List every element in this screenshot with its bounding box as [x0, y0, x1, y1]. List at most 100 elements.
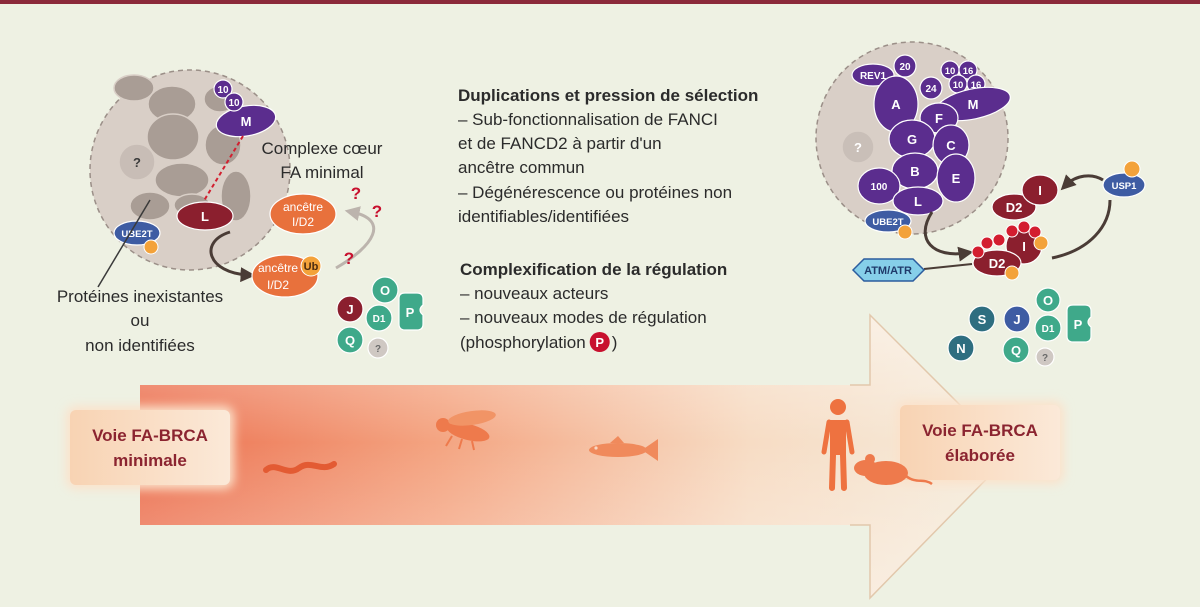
ancestor-upper: ancêtre I/D2 — [269, 193, 337, 235]
ancestor-upper-line2: I/D2 — [292, 215, 314, 229]
left-partner-p: P — [406, 305, 415, 320]
left-partner-unknown: ? — [375, 344, 381, 355]
atm-link — [923, 263, 973, 270]
ubiquitin-dot — [897, 224, 913, 240]
kinase-atm-atr — [851, 258, 926, 282]
protein-usp1 — [1102, 172, 1146, 198]
ancestor-lower-line2: I/D2 — [267, 278, 289, 292]
question-mark-3: ? — [344, 249, 354, 268]
protein-c-label: C — [946, 138, 956, 153]
duplication-line-5: identifiables/identifiées — [458, 207, 629, 226]
right-partner-d1: D1 — [1042, 324, 1055, 335]
ubiquitin-label: Ub — [304, 261, 319, 273]
evolution-arrow — [140, 313, 1012, 600]
duplication-title: Duplications et pression de sélection — [458, 86, 758, 105]
protein-m-label: M — [968, 97, 979, 112]
protein-l-label: L — [914, 194, 922, 209]
protein-16b-label: 16 — [971, 80, 982, 91]
pathway-box-elaborate: Voie FA-BRCA élaborée — [896, 401, 1064, 484]
protein-16a-label: 16 — [963, 66, 974, 77]
right-partner-unknown: ? — [1042, 353, 1048, 364]
ancestor-lower: ancêtre I/D2 Ub — [251, 254, 322, 298]
right-partner-q: Q — [1011, 343, 1021, 358]
unidentified-proteins — [113, 74, 252, 222]
protein-24 — [919, 76, 943, 100]
id2-top-d2 — [991, 193, 1037, 221]
pathway-minimal-line1: Voie FA-BRCA — [92, 426, 208, 445]
unknown-protein — [118, 143, 156, 181]
protein-10a-label: 10 — [945, 66, 956, 77]
protein-m-label: M — [241, 114, 252, 129]
regulation-section: Complexification de la régulation – nouv… — [460, 260, 727, 352]
worm-icon — [263, 461, 337, 474]
protein-10a — [213, 79, 233, 99]
pathway-box-minimal: Voie FA-BRCA minimale — [66, 406, 234, 489]
activation-arrow — [923, 211, 974, 262]
regulation-line-2: – nouveaux modes de régulation — [460, 308, 707, 327]
duplication-line-2: et de FANCD2 à partir d'un — [458, 134, 662, 153]
protein-f-label: F — [935, 111, 943, 126]
core-complex-label-line2: FA minimal — [280, 163, 363, 182]
deubiquitination-arrow-right — [1060, 174, 1104, 191]
duplication-line-4: – Dégénérescence ou protéines non — [458, 183, 732, 202]
right-core-complex: REV1 20 24 10 16 10 16 M A F G C B E 100… — [815, 41, 1011, 240]
right-partner-s: S — [978, 312, 987, 327]
protein-m — [215, 104, 277, 138]
protein-l — [176, 201, 234, 231]
ubiquitin-dot-i — [1033, 235, 1049, 251]
protein-24-label: 24 — [925, 84, 937, 95]
protein-b-label: B — [910, 164, 919, 179]
human-icon — [821, 399, 855, 491]
left-partner-d1: D1 — [373, 314, 386, 325]
phosphorylation-text: (phosphorylation — [460, 333, 586, 352]
fish-icon — [589, 436, 658, 461]
id2-bottom-d2-label: D2 — [989, 256, 1006, 271]
activation-cycle: D2 I I D2 USP1 ATM/ATR — [851, 160, 1146, 282]
ancestor-upper-line1: ancêtre — [283, 200, 323, 214]
protein-e-label: E — [952, 171, 961, 186]
regulation-title: Complexification de la régulation — [460, 260, 727, 279]
protein-10b-label: 10 — [953, 80, 964, 91]
id2-top-i-label: I — [1038, 183, 1042, 198]
protein-ube2t-label: UBE2T — [121, 229, 152, 240]
protein-ube2t — [864, 209, 912, 233]
ubiquitin-dot-usp1 — [1123, 160, 1141, 178]
kinase-atm-atr-label: ATM/ATR — [864, 265, 912, 277]
deubiquitination-arrow — [335, 206, 376, 270]
protein-a-label: A — [891, 97, 901, 112]
protein-ube2t-label: UBE2T — [872, 217, 903, 228]
unknown-protein — [841, 130, 875, 164]
protein-l — [892, 186, 944, 216]
protein-10b-label: 10 — [228, 98, 240, 109]
right-partner-n: N — [956, 341, 965, 356]
mouse-icon — [854, 454, 933, 486]
core-complex-label-line1: Complexe cœur — [262, 139, 383, 158]
right-partner-o: O — [1043, 293, 1053, 308]
pathway-elaborate-line1: Voie FA-BRCA — [922, 421, 1038, 440]
unknown-protein-label: ? — [133, 155, 141, 170]
left-partner-q: Q — [345, 333, 355, 348]
phospho-icon — [589, 332, 610, 352]
regulation-line-1: – nouveaux acteurs — [460, 284, 608, 303]
interaction-dashed-line — [201, 135, 244, 205]
right-partner-j: J — [1013, 312, 1020, 327]
pathway-minimal-line2: minimale — [113, 451, 187, 470]
id2-top-i — [1021, 174, 1059, 206]
usp1-link — [1051, 199, 1112, 260]
phosphorylation-closing: ) — [612, 333, 618, 352]
duplication-line-1: – Sub-fonctionnalisation de FANCI — [458, 110, 718, 129]
missing-proteins-line3: non identifiées — [85, 336, 195, 355]
phospho-symbol: P — [595, 335, 604, 350]
protein-100 — [857, 167, 901, 205]
missing-proteins-line2: ou — [131, 311, 150, 330]
ubiquitin-dot-d2 — [1004, 265, 1020, 281]
callout-line — [97, 199, 151, 288]
right-partner-proteins: O S J D1 P N Q ? — [947, 287, 1092, 367]
left-partner-o: O — [380, 283, 390, 298]
question-mark-2: ? — [372, 202, 382, 221]
left-core-complex: ? M 10 10 L UBE2T — [89, 69, 291, 271]
protein-10a-label: 10 — [217, 85, 229, 96]
protein-20 — [893, 54, 917, 78]
missing-proteins-line1: Protéines inexistantes — [57, 287, 223, 306]
